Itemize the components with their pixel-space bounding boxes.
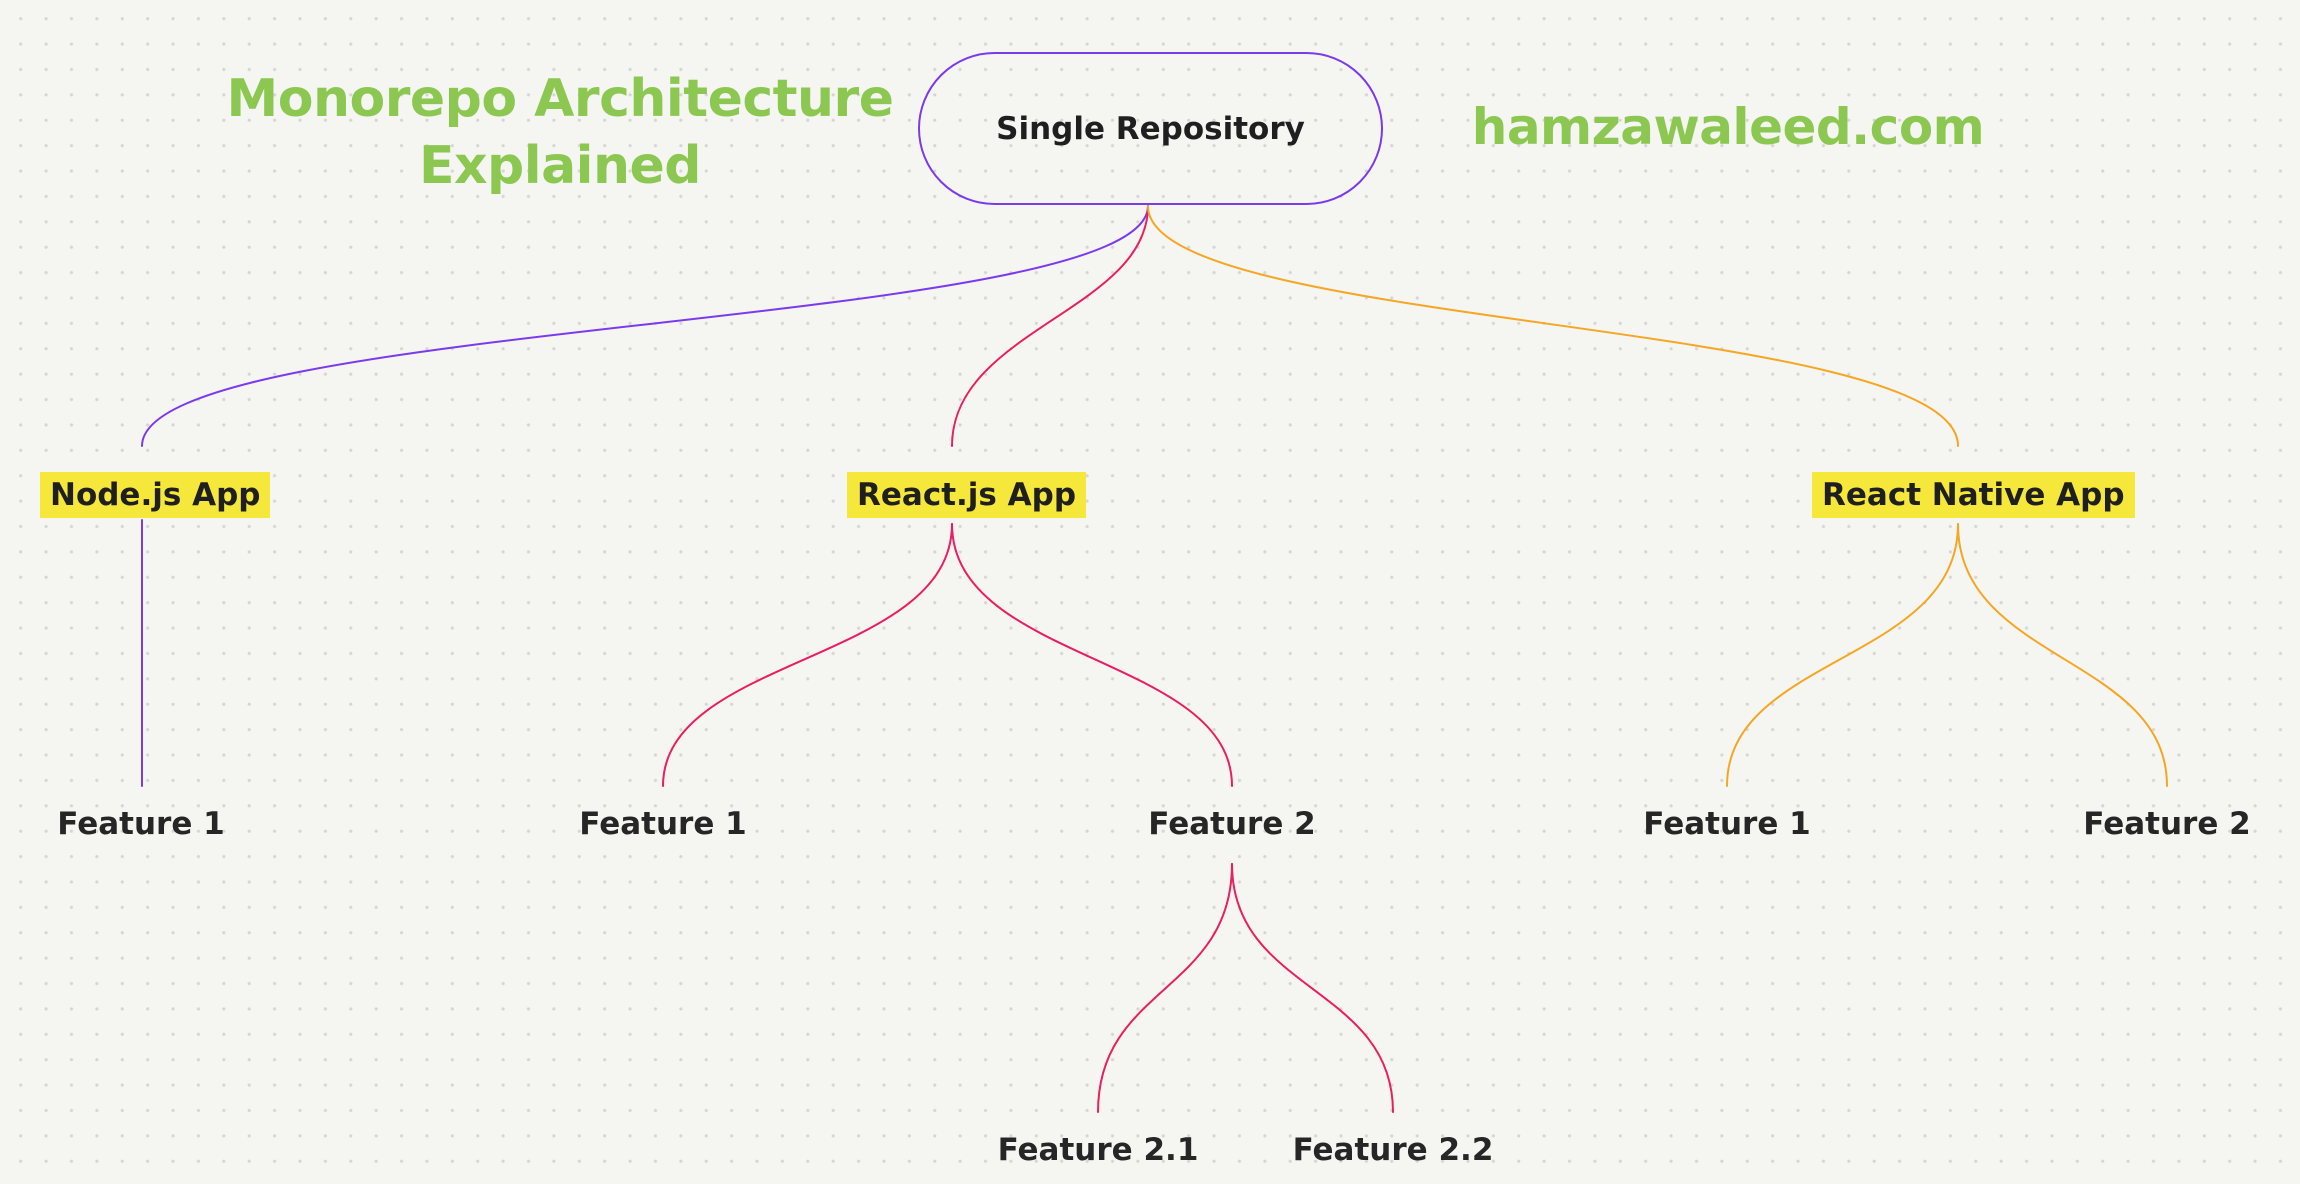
node-react-native-feature1[interactable]: Feature 1 xyxy=(1643,806,1811,842)
node-react-native-feature2[interactable]: Feature 2 xyxy=(2083,806,2251,842)
diagram-title-line2: Explained xyxy=(418,135,702,196)
edge-root-to-react-native-app xyxy=(1147,205,1959,447)
node-nodejs-feature1[interactable]: Feature 1 xyxy=(57,806,225,842)
edge-react-native-to-feature1 xyxy=(1726,523,1959,787)
edge-feature2-to-feature2-1 xyxy=(1097,863,1233,1113)
edge-reactjs-to-feature2 xyxy=(951,523,1233,787)
node-react-native-app[interactable]: React Native App xyxy=(1812,472,2135,518)
diagram-title-line1: Monorepo Architecture xyxy=(226,69,894,129)
diagram-title: Monorepo Architecture Explained xyxy=(160,66,960,199)
node-single-repository[interactable]: Single Repository xyxy=(918,52,1383,205)
node-nodejs-app[interactable]: Node.js App xyxy=(40,472,271,518)
edge-feature2-to-feature2-2 xyxy=(1231,863,1394,1113)
edge-reactjs-to-feature1 xyxy=(662,523,953,787)
watermark-url: hamzawaleed.com xyxy=(1471,98,1985,156)
node-reactjs-feature1[interactable]: Feature 1 xyxy=(579,806,747,842)
edge-react-native-to-feature2 xyxy=(1957,523,2168,787)
node-reactjs-app[interactable]: React.js App xyxy=(847,472,1087,518)
node-single-repository-label: Single Repository xyxy=(996,110,1305,147)
edge-root-to-nodejs-app xyxy=(141,205,1149,447)
node-feature2-1[interactable]: Feature 2.1 xyxy=(997,1132,1199,1168)
edge-root-to-reactjs-app xyxy=(951,205,1149,447)
node-feature2-2[interactable]: Feature 2.2 xyxy=(1292,1132,1494,1168)
node-reactjs-feature2[interactable]: Feature 2 xyxy=(1148,806,1316,842)
